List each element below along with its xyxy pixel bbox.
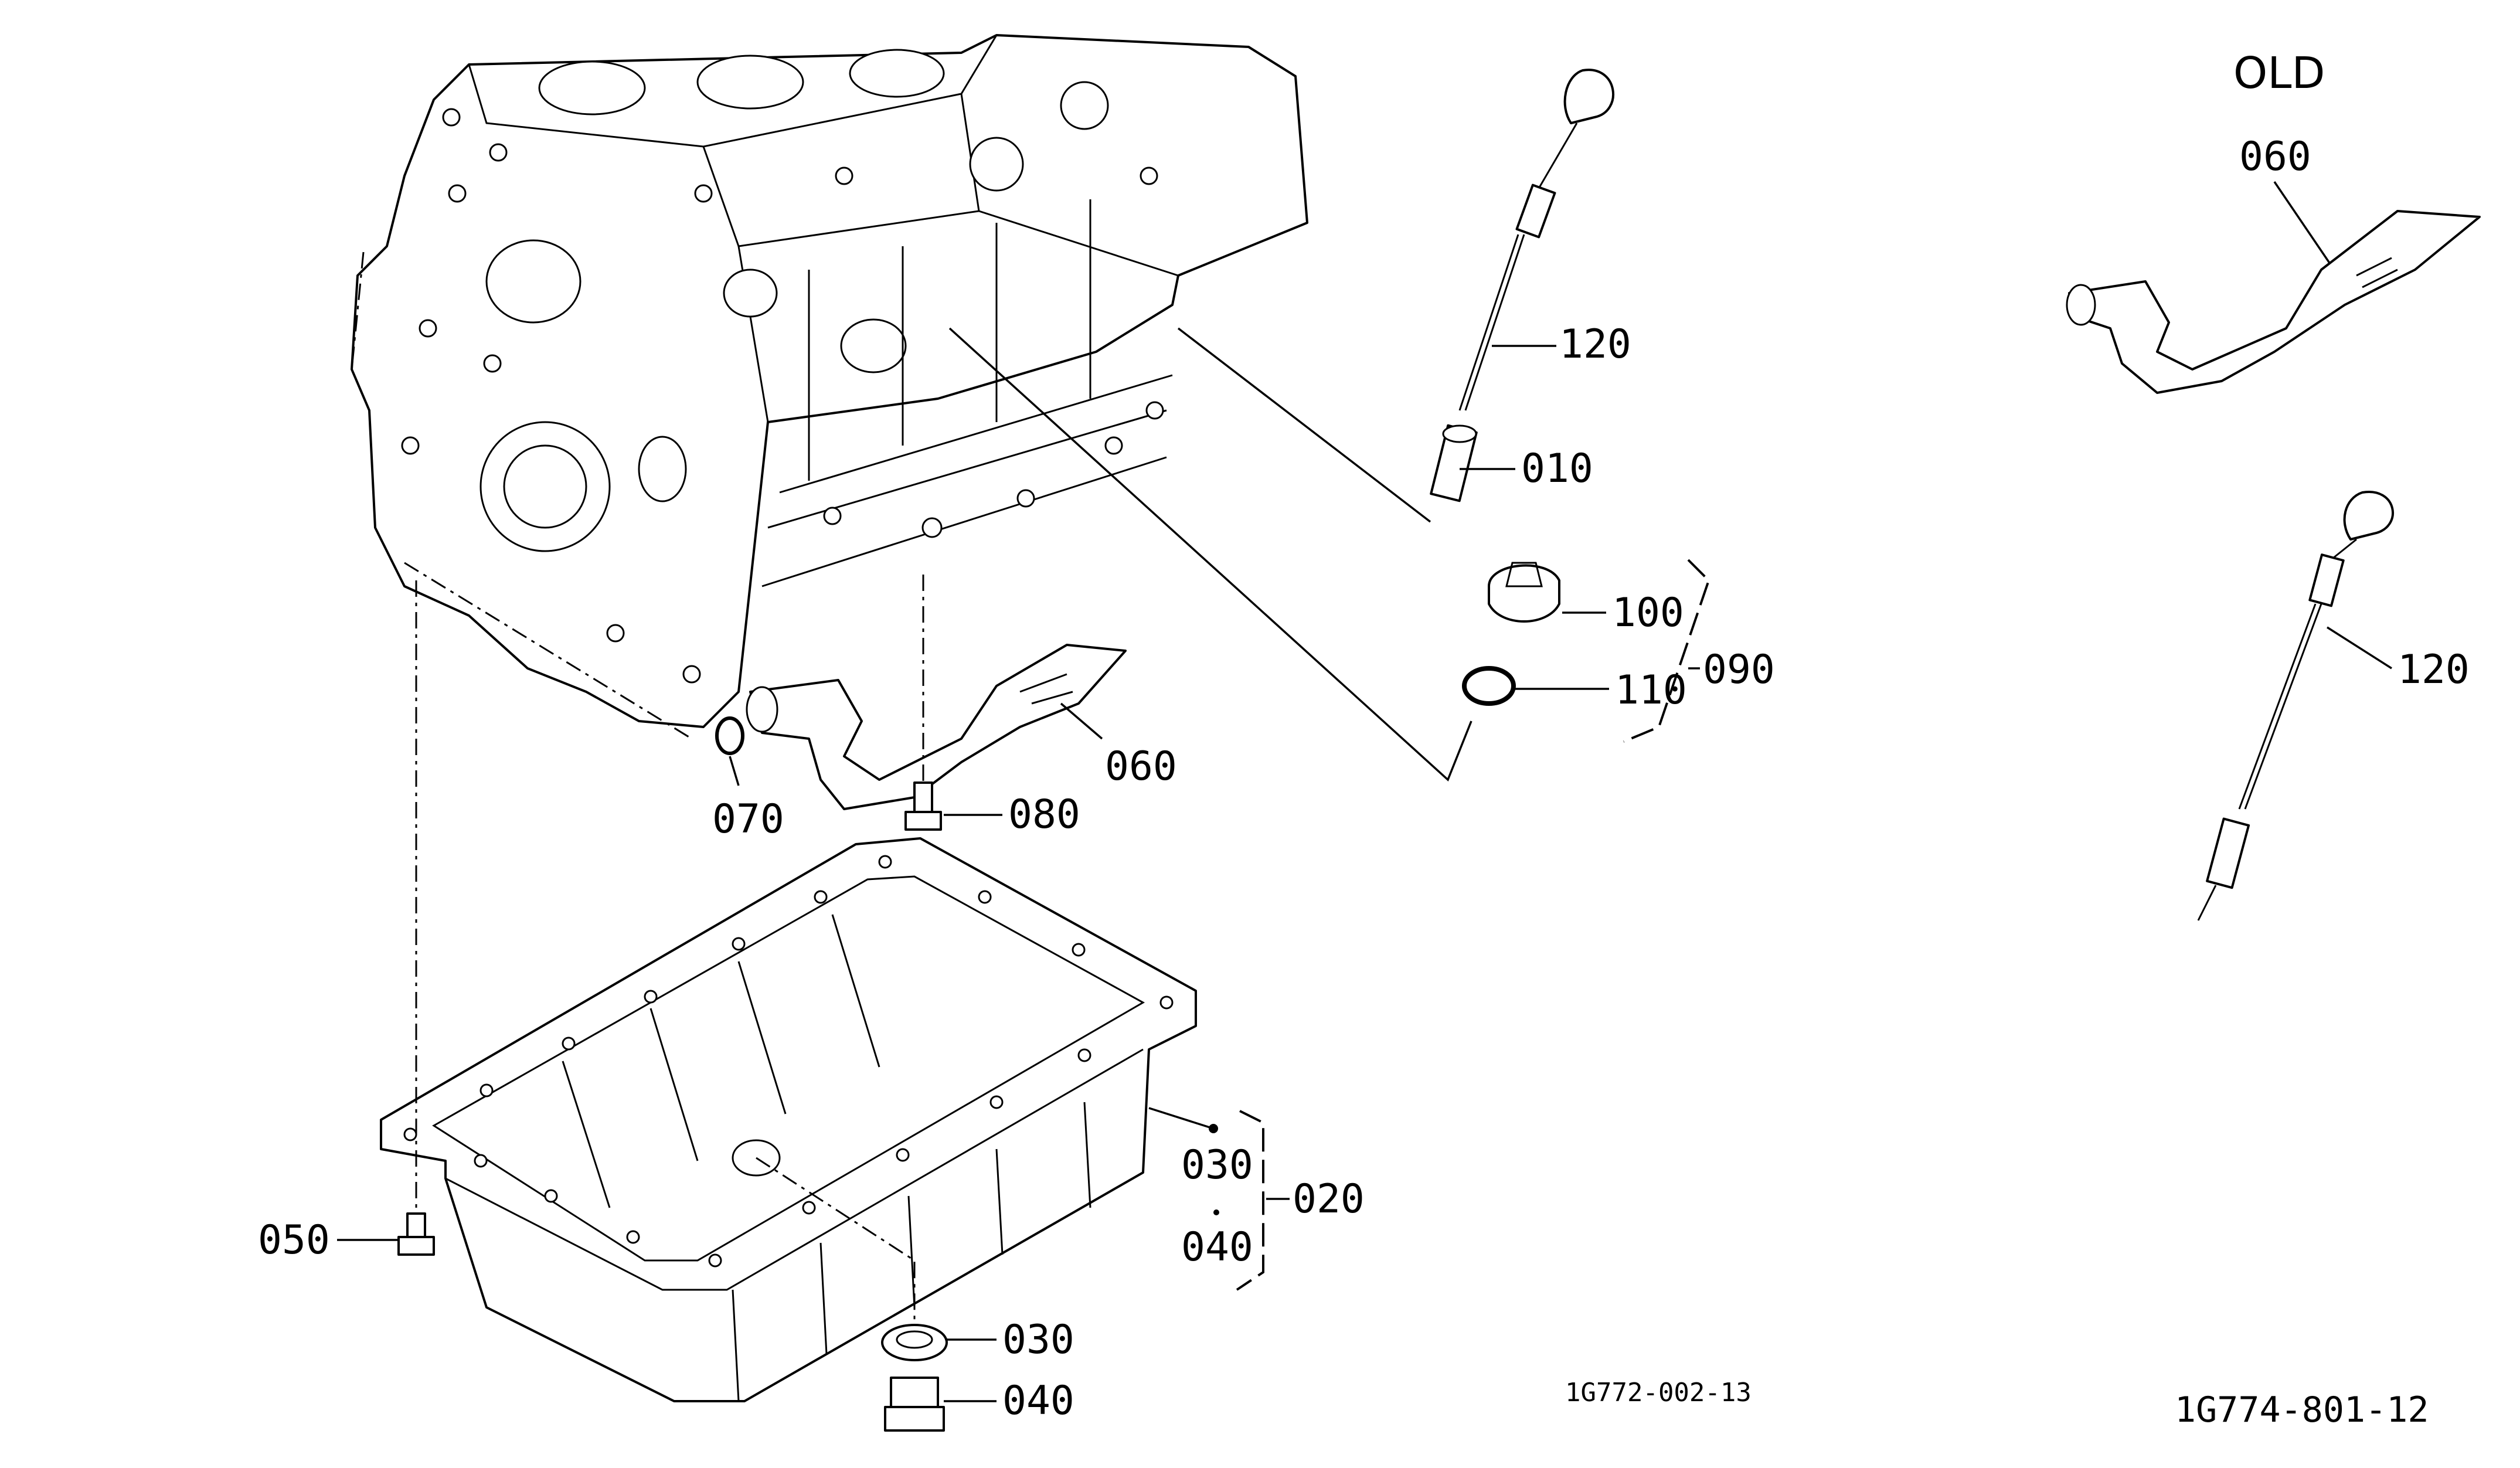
old-oil-strainer <box>2066 210 2481 394</box>
guide-line <box>1177 327 1431 523</box>
leader-pan <box>1148 1107 1214 1130</box>
callout-070: 070 <box>712 796 784 842</box>
block-bolt-holes <box>401 108 1164 684</box>
o-ring-070 <box>715 716 744 755</box>
oil-pan <box>380 837 1197 1402</box>
old-label: OLD <box>2233 48 2325 98</box>
callout-120: 120 <box>1559 321 1631 368</box>
callout-080: 080 <box>1008 791 1080 838</box>
drain-plug-040 <box>884 1377 945 1432</box>
leader-old-120 <box>2327 626 2392 670</box>
callout-100: 100 <box>1612 590 1684 636</box>
callout-040: 040 <box>1002 1378 1074 1424</box>
oil-strainer-part <box>746 644 1127 810</box>
dot-030 <box>1209 1124 1218 1133</box>
bolt-050 <box>397 1212 435 1256</box>
leader-060 <box>1060 702 1103 740</box>
dipstick-guide-010 <box>1430 424 1478 502</box>
leader-old-060 <box>2273 181 2331 264</box>
pan-bolt-holes <box>403 855 1174 1267</box>
callout-030-pan: 030 <box>1181 1142 1253 1188</box>
dipstick-main <box>1458 69 1615 411</box>
old-dipstick <box>2197 491 2395 921</box>
callout-040-pan: 040 <box>1181 1224 1253 1270</box>
gasket-030 <box>881 1324 948 1361</box>
callout-020: 020 <box>1293 1176 1365 1222</box>
drawing-code-main: 1G772-002-13 <box>1565 1378 1752 1408</box>
dot-040 <box>1213 1209 1219 1215</box>
engine-block <box>351 34 1308 740</box>
callout-090: 090 <box>1703 647 1775 693</box>
callout-110: 110 <box>1615 667 1687 713</box>
o-ring-110 <box>1462 666 1516 706</box>
bolt-080 <box>904 781 942 831</box>
callout-120-old: 120 <box>2397 647 2470 693</box>
callout-060-old: 060 <box>2239 134 2311 180</box>
filler-cap-100 <box>1488 562 1560 623</box>
filler-line <box>948 327 1472 781</box>
callout-060: 060 <box>1105 743 1177 790</box>
callout-050: 050 <box>258 1217 330 1263</box>
bracket-090 <box>1623 559 1710 743</box>
callout-010: 010 <box>1521 446 1593 492</box>
bracket-020 <box>1236 1110 1264 1291</box>
leader-070 <box>729 756 740 786</box>
drawing-code-page: 1G774-801-12 <box>2175 1389 2429 1430</box>
callout-030: 030 <box>1002 1317 1074 1363</box>
